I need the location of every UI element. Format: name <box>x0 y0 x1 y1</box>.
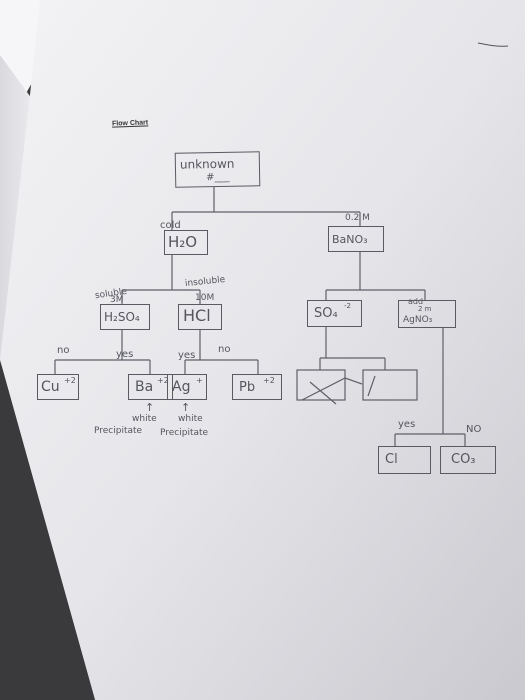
agno3-label: AgNO₃ <box>403 315 433 325</box>
stray-mark <box>477 42 509 47</box>
h2so4-label: H₂SO₄ <box>104 310 140 324</box>
ag-box: Ag + <box>167 374 207 400</box>
bano3-label: BaNO₃ <box>332 233 368 246</box>
ag-note-precipitate: Precipitate <box>160 428 209 438</box>
agno3-concentration: 2 m <box>418 305 432 313</box>
hcl-box: HCl <box>178 304 222 330</box>
cu-box: Cu +2 <box>37 374 79 400</box>
no-bottom-annotation: NO <box>466 424 482 435</box>
agno3-box: AgNO₃ <box>398 300 456 328</box>
ag-arrow: ↑ <box>181 401 191 414</box>
so4-label: SO₄ <box>314 306 338 321</box>
add-annotation: add <box>408 297 424 306</box>
pb-charge: +2 <box>263 376 275 385</box>
connector-lines <box>54 187 466 446</box>
hcl-concentration: 10M <box>195 293 215 303</box>
ba-note-white: white <box>132 414 157 424</box>
yes-left-annotation: yes <box>116 349 134 360</box>
unknown-label: unknown <box>179 156 235 172</box>
unknown-number-label: #___ <box>206 171 230 184</box>
crossed-boxes <box>296 369 418 405</box>
pb-box: Pb +2 <box>232 374 282 400</box>
ag-note-white: white <box>178 414 203 424</box>
bano3-concentration: 0.2 M <box>345 213 370 223</box>
cu-label: Cu <box>41 379 60 395</box>
ba-arrow: ↑ <box>145 401 155 414</box>
ag-label: Ag <box>172 379 191 395</box>
h2so4-box: H₂SO₄ <box>100 304 150 330</box>
ba-label: Ba <box>135 379 154 395</box>
cl-box: Cl <box>378 446 431 474</box>
table-corner <box>0 360 95 700</box>
h2o-box: H₂O <box>164 230 208 255</box>
no-left-annotation: no <box>57 345 70 356</box>
cu-charge: +2 <box>64 376 76 385</box>
hcl-label: HCl <box>183 306 211 325</box>
ag-charge: + <box>196 376 203 385</box>
co3-box: CO₃ <box>440 446 496 474</box>
h2so4-concentration: 3M <box>110 295 124 305</box>
ba-note-precipitate: Precipitate <box>94 426 143 436</box>
yes-right-annotation: yes <box>178 350 196 361</box>
h2o-label: H₂O <box>168 233 198 251</box>
so4-box: SO₄ -2 <box>307 300 362 327</box>
document-title: Flow Chart <box>111 119 149 128</box>
ba-charge: +2 <box>157 376 169 385</box>
yes-bottom-annotation: yes <box>398 419 416 430</box>
so4-charge: -2 <box>344 302 351 310</box>
unknown-box: unknown #___ <box>174 151 261 188</box>
cold-annotation: cold <box>160 220 181 231</box>
no-right-annotation: no <box>218 344 231 355</box>
ba-box: Ba +2 <box>128 374 173 400</box>
cl-label: Cl <box>385 452 398 467</box>
bano3-box: BaNO₃ <box>328 226 384 252</box>
pb-label: Pb <box>239 380 256 395</box>
co3-label: CO₃ <box>451 452 476 467</box>
